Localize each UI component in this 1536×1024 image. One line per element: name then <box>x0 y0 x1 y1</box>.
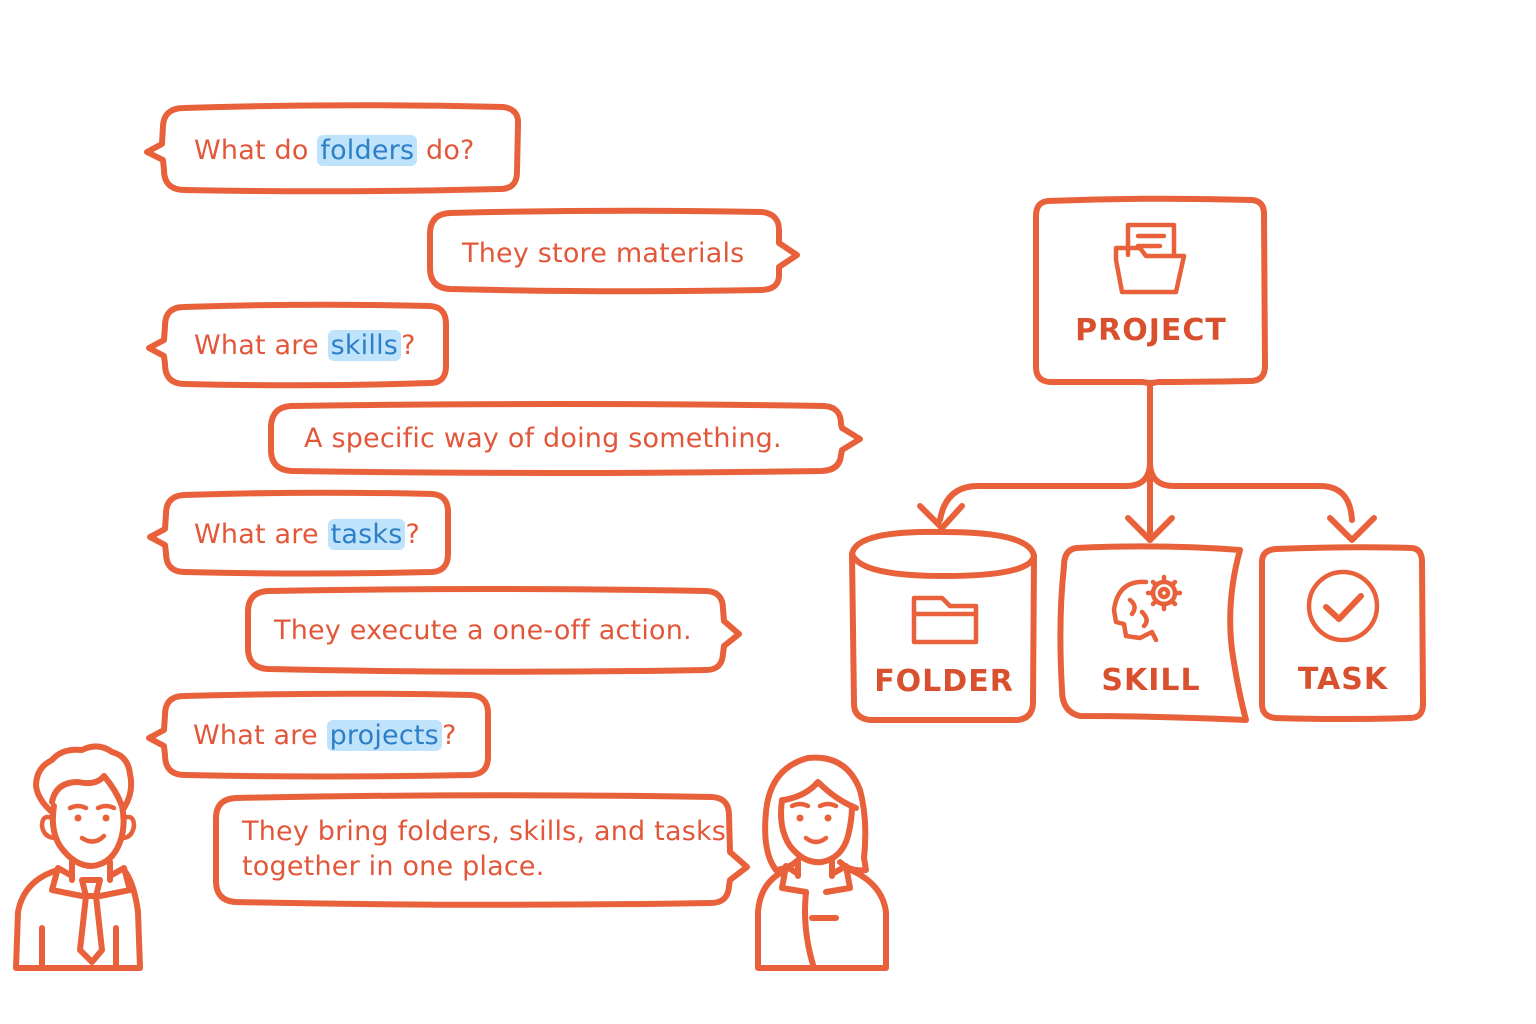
task-label: TASK <box>1262 662 1424 697</box>
answer-line-1: They bring folders, skills, and tasks <box>242 814 726 849</box>
question-prefix: What are <box>193 720 327 751</box>
highlighted-term: folders <box>317 135 417 166</box>
answer-folders: They store materials <box>462 236 744 271</box>
answer-skills: A specific way of doing something. <box>304 421 782 456</box>
project-label: PROJECT <box>1036 313 1266 348</box>
question-suffix: ? <box>401 330 416 361</box>
document-folder-icon <box>1116 225 1184 292</box>
question-suffix: ? <box>442 720 457 751</box>
tree-connector <box>940 384 1352 540</box>
question-prefix: What do <box>194 135 317 166</box>
skill-label: SKILL <box>1062 663 1240 698</box>
check-circle-icon <box>1309 572 1377 640</box>
folder-icon <box>914 598 976 642</box>
brain-gear-icon <box>1114 577 1180 640</box>
woman-avatar <box>758 758 886 968</box>
highlighted-term: tasks <box>328 519 406 550</box>
question-projects: What are projects? <box>193 718 457 753</box>
question-prefix: What are <box>194 330 328 361</box>
question-skills: What are skills? <box>194 328 416 363</box>
answer-tasks: They execute a one-off action. <box>274 613 692 648</box>
man-avatar <box>16 746 140 968</box>
answer-projects: They bring folders, skills, and tasks to… <box>242 814 726 884</box>
highlighted-term: projects <box>327 720 442 751</box>
question-suffix: ? <box>405 519 420 550</box>
question-suffix: do? <box>417 135 474 166</box>
folder-label: FOLDER <box>852 664 1036 699</box>
question-prefix: What are <box>194 519 328 550</box>
question-tasks: What are tasks? <box>194 517 420 552</box>
highlighted-term: skills <box>328 330 401 361</box>
answer-line-2: together in one place. <box>242 849 726 884</box>
question-folders: What do folders do? <box>194 133 475 168</box>
